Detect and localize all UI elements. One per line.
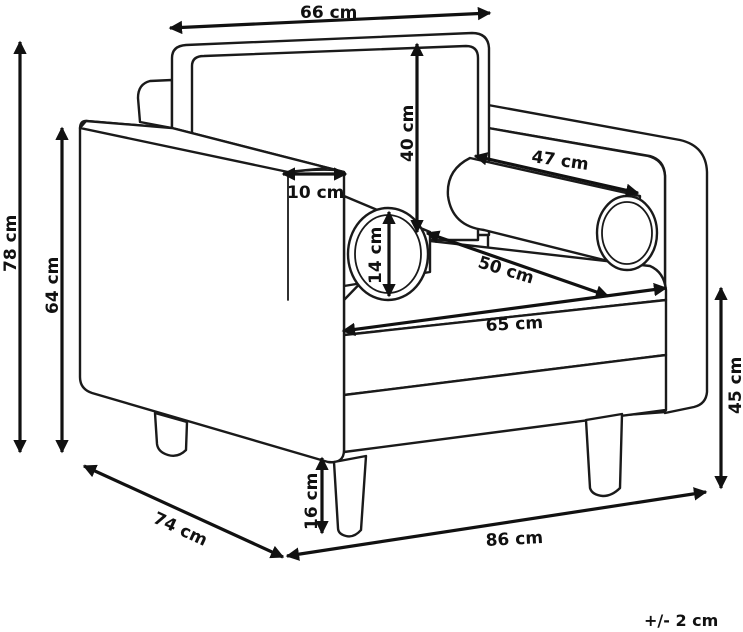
leg-back-left [153,411,189,458]
label-leg-height: 16 cm [302,473,322,530]
dim-line-width [285,487,708,561]
dim-line-bolster-length [473,152,640,197]
dim-line-depth [82,464,285,559]
label-depth: 74 cm [150,508,210,550]
label-seat-height: 45 cm [726,357,743,414]
left-arm-side [78,119,346,464]
leg-front-left [332,454,368,538]
dimension-lines [13,6,728,561]
right-bolster-end [595,194,659,272]
dim-line-seat-width [341,282,668,337]
dim-line-back-width [168,6,492,35]
label-back-cushion-height: 40 cm [398,105,418,162]
leg-front-right [584,412,624,498]
left-back-stub [136,78,174,130]
armchair-drawing [78,31,709,538]
label-seat-width: 65 cm [485,313,543,336]
label-arm-width: 10 cm [287,183,344,203]
label-total-height: 78 cm [1,215,21,272]
label-back-width: 66 cm [300,3,357,23]
label-arm-height: 64 cm [43,257,63,314]
label-width: 86 cm [485,528,543,551]
label-bolster-diameter: 14 cm [366,227,386,284]
tolerance-note: +/- 2 cm [644,611,718,630]
